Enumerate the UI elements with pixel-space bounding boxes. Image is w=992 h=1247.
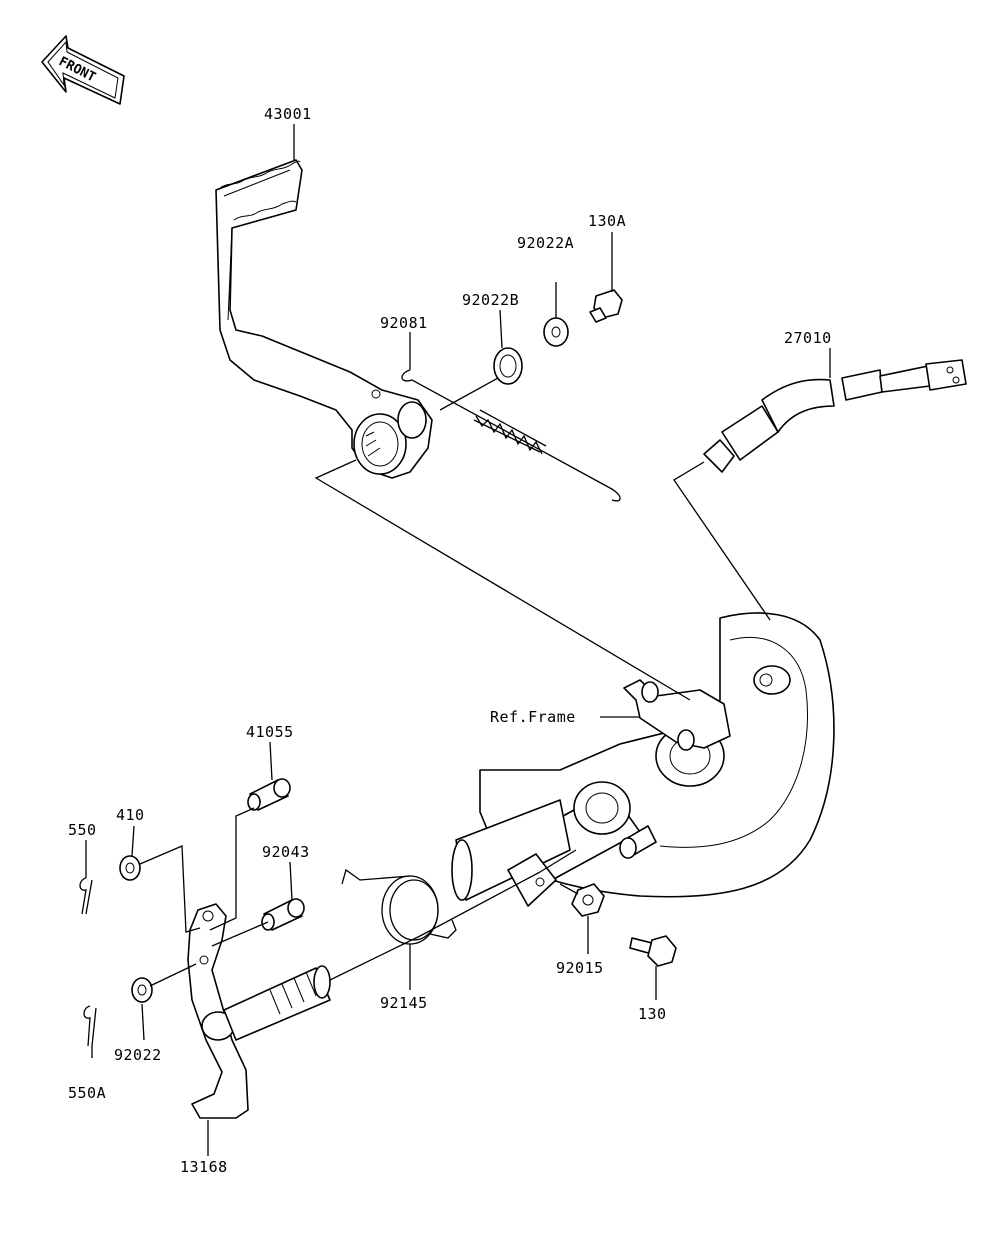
washer-92022-icon <box>131 977 153 1003</box>
label-13168: 13168 <box>180 1158 228 1176</box>
bolt-130a-icon <box>589 289 623 323</box>
brake-pedal-icon <box>215 159 433 479</box>
label-410: 410 <box>116 806 145 824</box>
washer-410-icon <box>119 855 141 881</box>
washer-92022a-icon <box>543 317 569 347</box>
label-41055: 41055 <box>246 723 294 741</box>
front-arrow-icon: FRONT <box>41 35 125 105</box>
label-92043: 92043 <box>262 843 310 861</box>
label-550: 550 <box>68 821 97 839</box>
pin-92043-icon <box>261 898 305 931</box>
brake-light-switch-icon <box>703 359 967 473</box>
nut-92015-icon <box>571 883 605 917</box>
spring-hook-icon <box>401 369 621 502</box>
label-ref-frame: Ref.Frame <box>490 708 576 726</box>
cotter-pin-550-icon <box>79 877 93 915</box>
bolt-130-icon <box>629 935 677 967</box>
label-92145: 92145 <box>380 994 428 1012</box>
torsion-spring-icon <box>341 868 457 945</box>
brake-lever-icon <box>187 903 331 1119</box>
label-27010: 27010 <box>784 329 832 347</box>
leader-lines <box>85 124 831 1156</box>
label-130a: 130A <box>588 212 626 230</box>
pin-41055-icon <box>247 778 291 811</box>
part-labels: 43001 92081 92022B 92022A 130A 27010 410… <box>68 105 832 1176</box>
label-92022a: 92022A <box>517 234 574 252</box>
label-92015: 92015 <box>556 959 604 977</box>
frame-icon <box>451 612 835 907</box>
label-130: 130 <box>638 1005 667 1023</box>
label-43001: 43001 <box>264 105 312 123</box>
label-92022b: 92022B <box>462 291 519 309</box>
label-92081: 92081 <box>380 314 428 332</box>
label-92022: 92022 <box>114 1046 162 1064</box>
return-spring-icon <box>473 409 547 455</box>
washer-92022b-icon <box>493 347 523 385</box>
cotter-pin-550a-icon <box>83 1005 97 1047</box>
label-550a: 550A <box>68 1084 106 1102</box>
